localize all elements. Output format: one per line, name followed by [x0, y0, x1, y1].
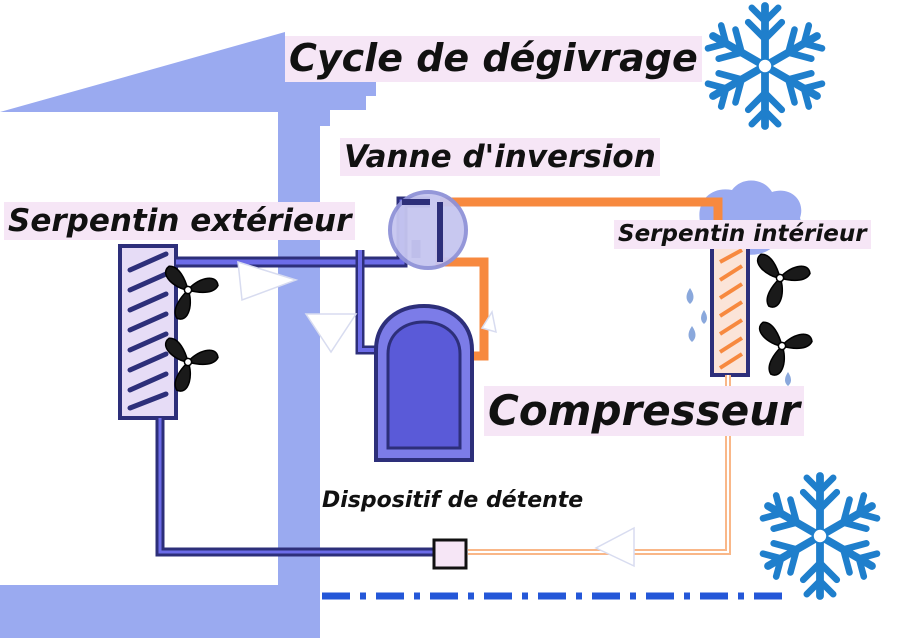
- cold-line-outdoor-bottom-inner: [158, 418, 436, 554]
- house-wall: [278, 110, 320, 638]
- arrow-icon: [304, 313, 358, 354]
- water-drop-icon: [686, 288, 694, 304]
- flow-arrows: [237, 260, 635, 568]
- outdoor-coil-label: Serpentin extérieur: [4, 202, 356, 241]
- reversing-valve-path: [402, 199, 443, 262]
- snowflake-icon: [704, 2, 826, 130]
- water-drop-icon: [785, 372, 791, 386]
- fans: [164, 253, 813, 392]
- fan-icon: [164, 265, 219, 320]
- house-floor: [0, 585, 320, 638]
- diagram-title: Cycle de dégivrage: [285, 36, 702, 82]
- fan-icon: [756, 253, 811, 308]
- reversing-valve-body: [388, 190, 468, 270]
- outdoor-coil-unit: [86, 244, 178, 420]
- fan-icon: [164, 337, 219, 392]
- compressor: [374, 303, 474, 462]
- water-drop-icon: [688, 326, 696, 342]
- outdoor-coil-stripes: [127, 251, 169, 411]
- house-roof: [0, 32, 376, 126]
- indoor-coil-stripes: [718, 248, 744, 370]
- snowflakes: [704, 2, 881, 600]
- indoor-unit: [686, 180, 802, 386]
- water-drop-icon: [701, 310, 707, 324]
- expansion-device-label: Dispositif de détente: [322, 488, 584, 513]
- arrow-icon: [480, 310, 497, 334]
- reversing-valve-label: Vanne d'inversion: [340, 138, 660, 177]
- compressor-label: Compresseur: [484, 386, 804, 437]
- cold-line-valve-to-compressor-inner: [358, 250, 380, 352]
- compressor-inner: [386, 320, 462, 450]
- reversing-valve: [388, 190, 468, 270]
- arrow-icon: [594, 526, 635, 568]
- fan-icon: [758, 321, 813, 376]
- snowflake-icon: [759, 472, 881, 600]
- expansion-device: [432, 538, 468, 570]
- indoor-coil-label: Serpentin intérieur: [614, 220, 871, 250]
- arrow-icon: [237, 260, 299, 302]
